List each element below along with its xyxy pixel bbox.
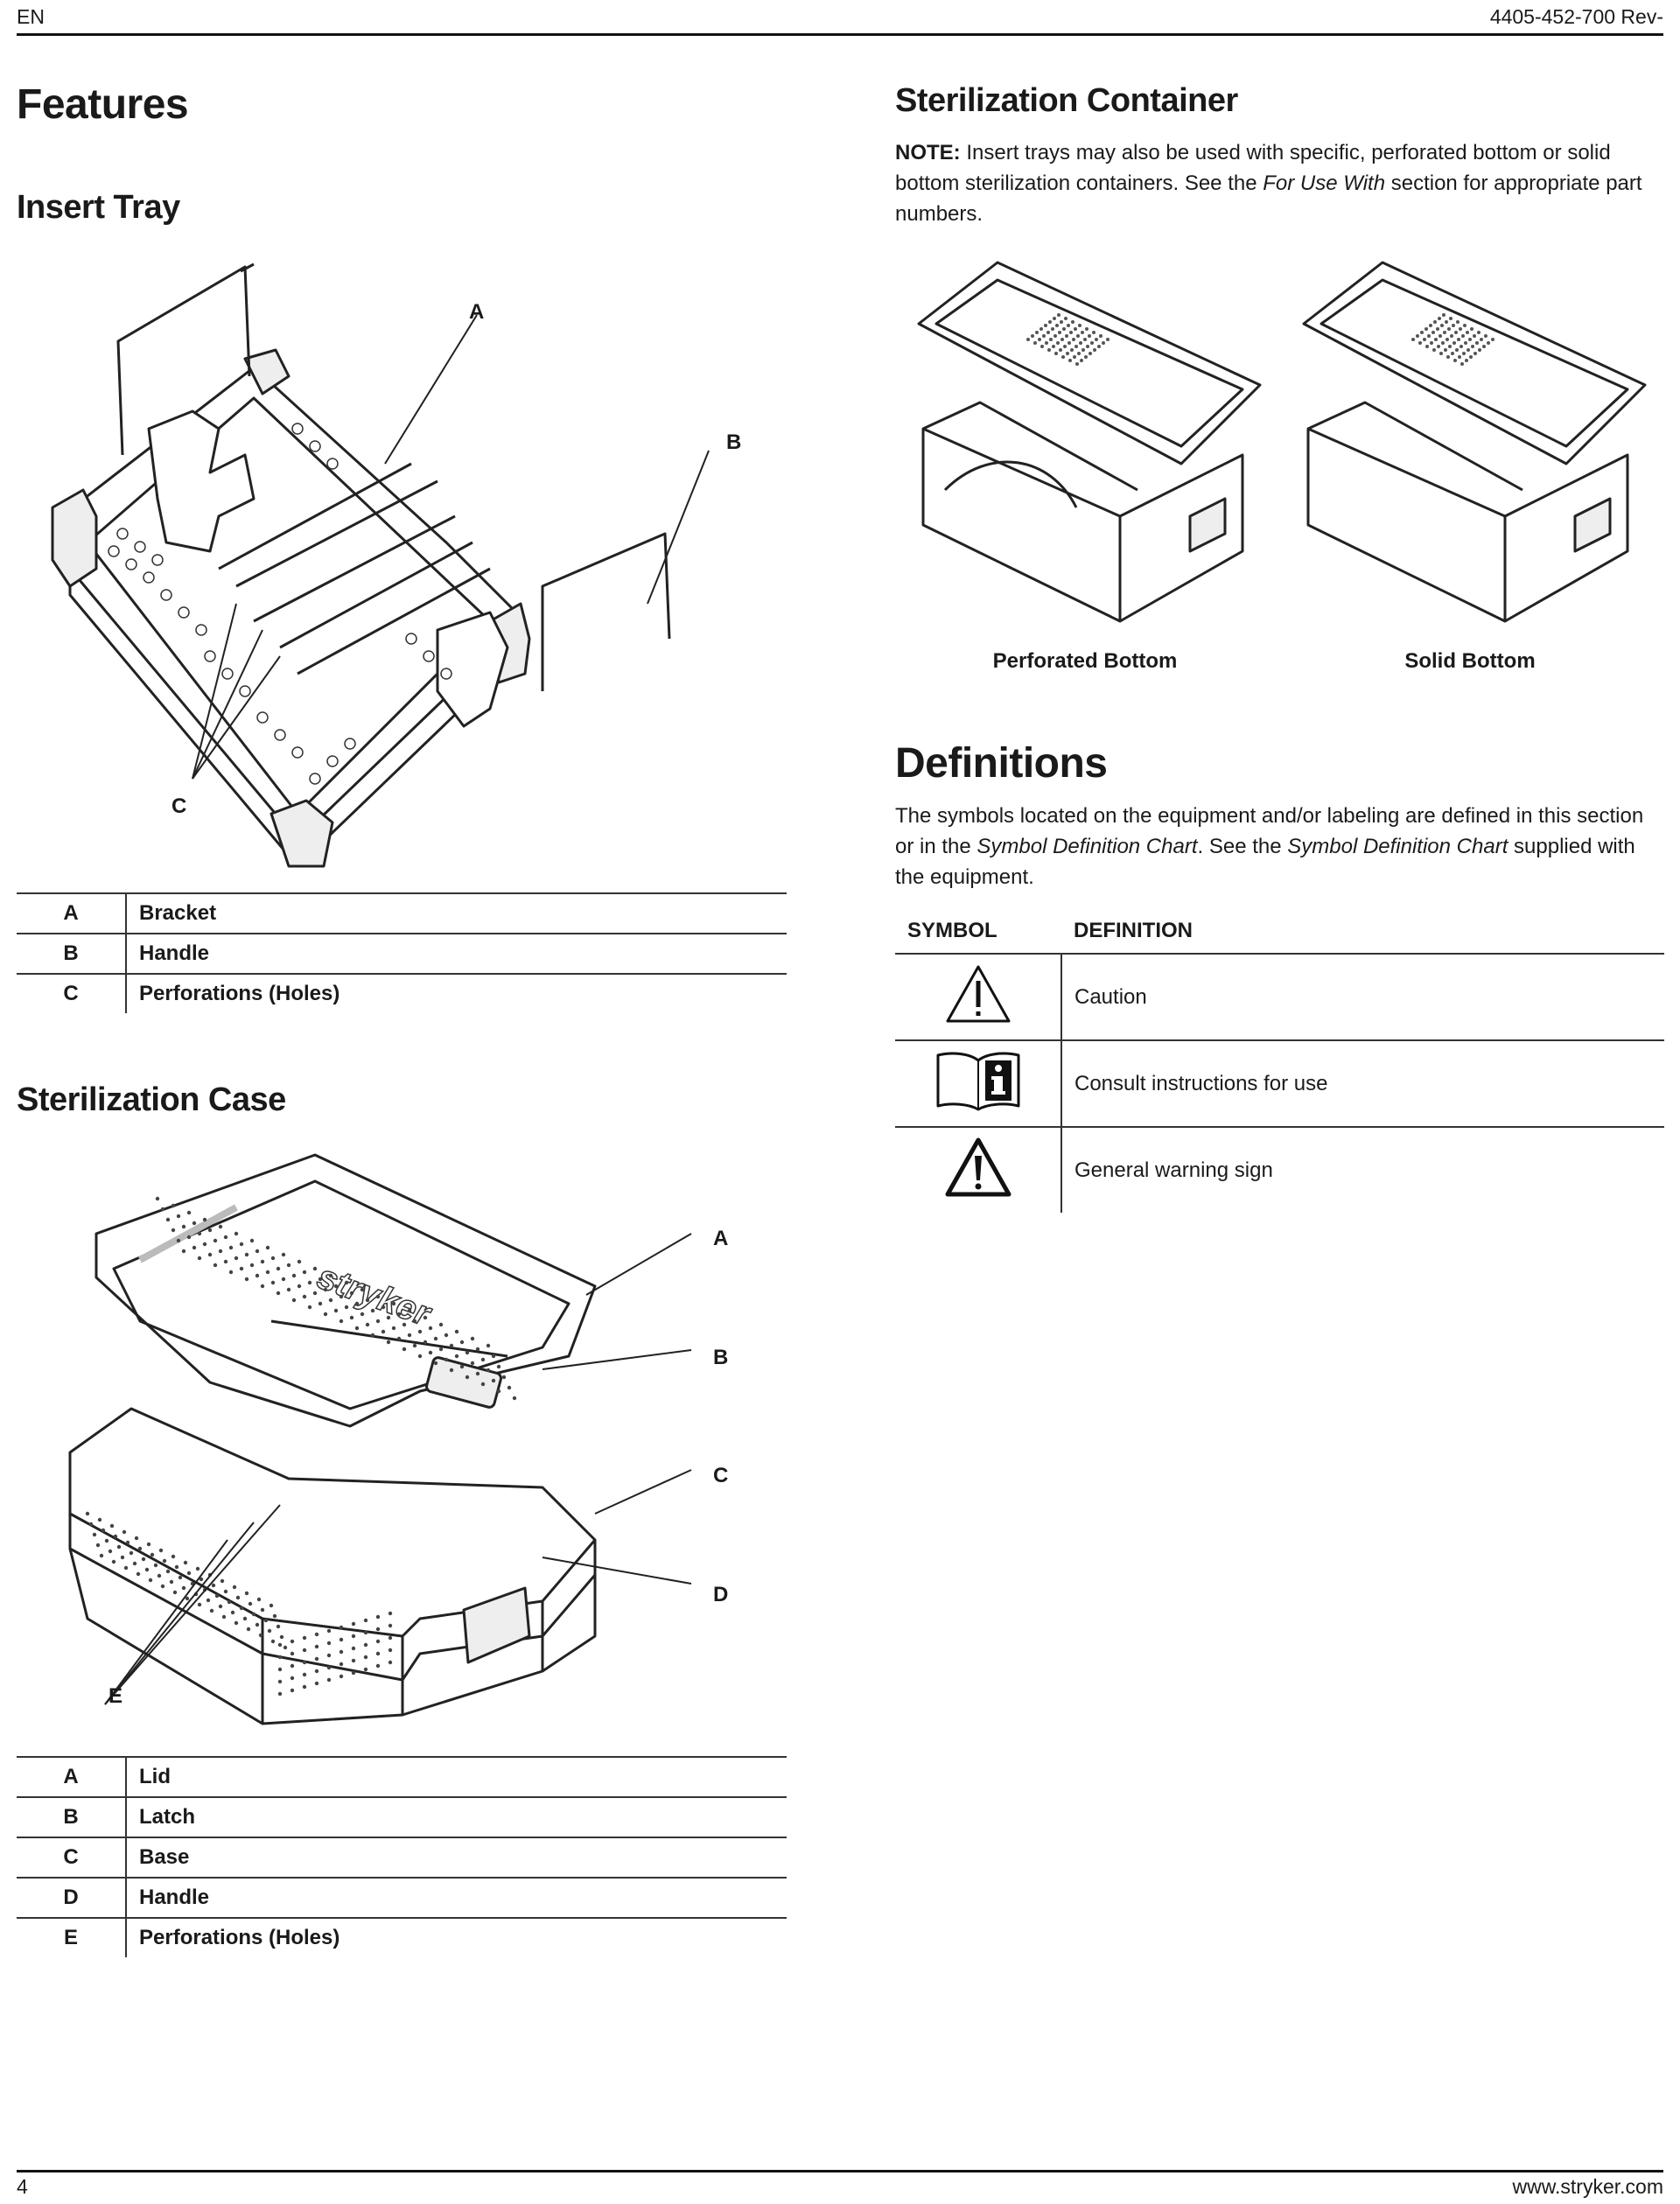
legend-key: C bbox=[17, 974, 127, 1013]
header-language: EN bbox=[17, 5, 45, 28]
legend-key: B bbox=[17, 934, 127, 975]
case-callout-c: C bbox=[713, 1464, 729, 1487]
legend-key: B bbox=[17, 1797, 127, 1838]
legend-row: C Perforations (Holes) bbox=[17, 974, 787, 1013]
table-row: Consult instructions for use bbox=[895, 1040, 1664, 1128]
note-text-2: section for appropriate part numbers. bbox=[895, 171, 1642, 226]
caption-perforated-bottom: Perforated Bottom bbox=[992, 649, 1178, 673]
note-label: NOTE: bbox=[895, 141, 961, 164]
solid-bottom-container-illustration bbox=[1302, 261, 1647, 623]
case-callout-d: D bbox=[713, 1583, 729, 1606]
symbol-definition-table: SYMBOL DEFINITION Caution Consult inst bbox=[895, 916, 1664, 1213]
legend-key: C bbox=[17, 1837, 127, 1879]
legend-label: Base bbox=[126, 1837, 787, 1879]
note-text-1: Insert trays may also be used with speci… bbox=[895, 141, 1611, 195]
sterilization-case-illustration: stryker bbox=[68, 1153, 692, 1725]
sterilization-case-title: Sterilization Case bbox=[17, 1081, 286, 1118]
general-warning-triangle-icon bbox=[945, 1137, 1011, 1197]
legend-key: D bbox=[17, 1878, 127, 1919]
intro-text-3: supplied with the equipment. bbox=[895, 835, 1635, 889]
case-callout-e: E bbox=[108, 1684, 123, 1708]
table-row: Caution bbox=[895, 954, 1664, 1041]
consult-instructions-book-icon bbox=[936, 1052, 1019, 1111]
intro-text-2: . See the bbox=[1197, 835, 1288, 858]
case-callout-b: B bbox=[713, 1346, 729, 1369]
header-document-number: 4405-452-700 Rev- bbox=[1489, 5, 1663, 28]
definition-cell: General warning sign bbox=[1074, 1158, 1273, 1182]
intro-text-1: The symbols located on the equipment and… bbox=[895, 804, 1644, 858]
legend-label: Bracket bbox=[126, 892, 787, 934]
insert-tray-title: Insert Tray bbox=[17, 189, 180, 226]
footer-website-link[interactable]: www.stryker.com bbox=[1512, 2175, 1663, 2198]
legend-label: Latch bbox=[126, 1797, 787, 1838]
caption-solid-bottom: Solid Bottom bbox=[1404, 649, 1536, 673]
definitions-intro: The symbols located on the equipment and… bbox=[895, 801, 1662, 892]
intro-emphasis-2: Symbol Definition Chart bbox=[1287, 835, 1508, 858]
footer-page-number: 4 bbox=[17, 2175, 28, 2198]
insert-tray-illustration bbox=[51, 262, 710, 868]
column-header-definition: DEFINITION bbox=[1061, 916, 1664, 955]
column-header-symbol: SYMBOL bbox=[895, 916, 1061, 955]
legend-row: E Perforations (Holes) bbox=[17, 1918, 787, 1957]
intro-emphasis-1: Symbol Definition Chart bbox=[976, 835, 1198, 858]
sterilization-container-title: Sterilization Container bbox=[895, 82, 1238, 119]
symbol-cell bbox=[895, 1040, 1062, 1128]
definitions-title: Definitions bbox=[895, 740, 1108, 787]
legend-key: A bbox=[17, 892, 127, 934]
sterilization-container-note: NOTE: Insert trays may also be used with… bbox=[895, 137, 1662, 229]
legend-key: E bbox=[17, 1918, 127, 1957]
insert-tray-callout-a: A bbox=[469, 300, 485, 324]
note-emphasis: For Use With bbox=[1263, 171, 1386, 195]
table-row: General warning sign bbox=[895, 1127, 1664, 1213]
table-header-row: SYMBOL DEFINITION bbox=[895, 916, 1664, 955]
legend-label: Handle bbox=[126, 1878, 787, 1919]
definition-cell: Caution bbox=[1061, 954, 1664, 1041]
legend-key: A bbox=[17, 1756, 127, 1798]
legend-label: Handle bbox=[126, 934, 787, 975]
legend-label: Perforations (Holes) bbox=[139, 982, 340, 1005]
perforated-bottom-container-illustration bbox=[917, 261, 1262, 623]
legend-label: Lid bbox=[126, 1756, 787, 1798]
header-rule bbox=[17, 33, 1663, 36]
footer-rule bbox=[17, 2170, 1663, 2173]
legend-label: Perforations (Holes) bbox=[139, 1926, 340, 1949]
case-callout-a: A bbox=[713, 1227, 729, 1250]
insert-tray-callout-b: B bbox=[726, 430, 742, 454]
caution-triangle-icon bbox=[946, 965, 1010, 1023]
insert-tray-callout-c: C bbox=[172, 794, 187, 818]
definition-cell: Consult instructions for use bbox=[1061, 1040, 1664, 1128]
symbol-cell bbox=[895, 1127, 1062, 1213]
features-title: Features bbox=[17, 81, 189, 128]
symbol-cell bbox=[895, 954, 1062, 1041]
